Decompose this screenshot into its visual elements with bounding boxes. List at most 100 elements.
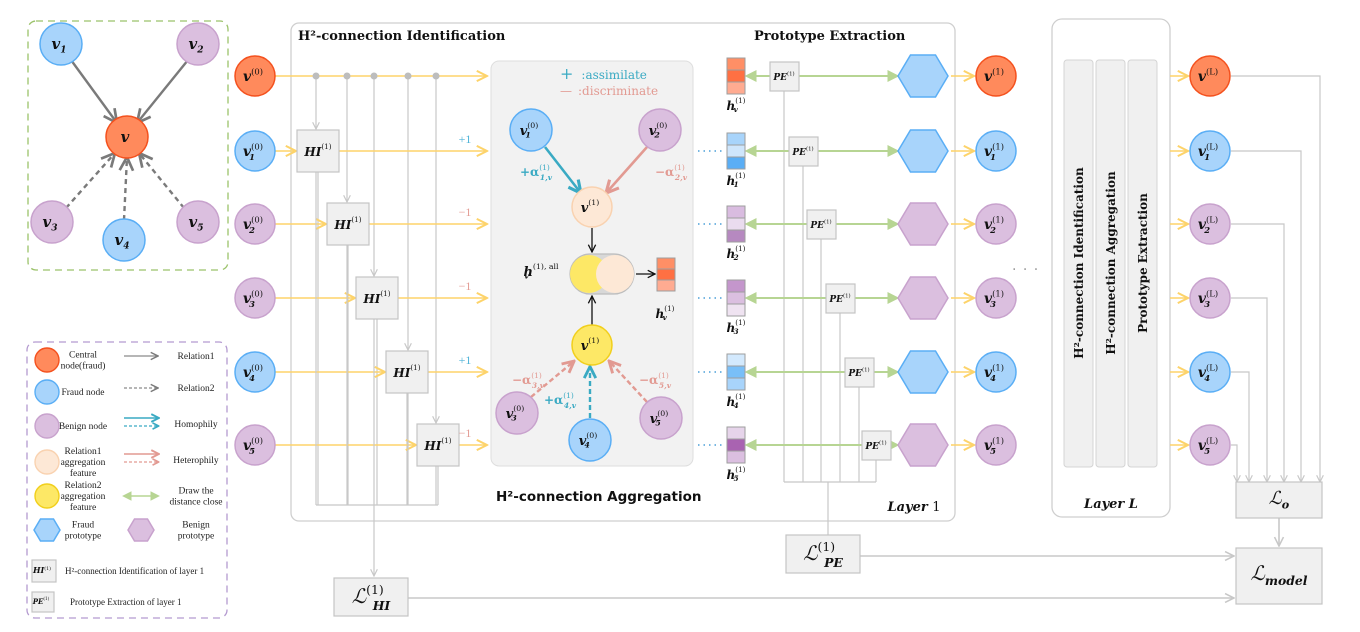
layerL-output-node-5-label: v(L)5 bbox=[1198, 435, 1218, 456]
relation1-edge bbox=[70, 59, 117, 123]
legend-label: feature bbox=[70, 502, 96, 513]
layerL-output-node-4 bbox=[1189, 351, 1231, 393]
legend-fraud-node-icon bbox=[34, 379, 60, 405]
legend-pe-box-label: PE(1) bbox=[32, 596, 50, 606]
legend-label: Relation1 bbox=[65, 447, 102, 457]
legend-label: Relation2 bbox=[65, 481, 102, 491]
agg-rel1-neighbor-1 bbox=[509, 108, 553, 152]
layerL-column-0 bbox=[1063, 59, 1094, 468]
input-node-1-label: v(0)1 bbox=[243, 141, 263, 162]
legend-fraud-prototype-icon bbox=[33, 518, 61, 542]
legend-label: Benign node bbox=[59, 422, 107, 432]
pe-box-0 bbox=[769, 61, 800, 92]
agg-rel2-neighbor-5 bbox=[639, 396, 683, 440]
layer1-label: Layer 1 bbox=[886, 500, 940, 515]
discriminate-label: :discriminate bbox=[578, 84, 659, 98]
legend-central-node-icon bbox=[34, 347, 60, 373]
branch-dot bbox=[343, 72, 351, 80]
prototype-1 bbox=[897, 129, 949, 173]
layerL-column-label-0: H²-connection Identification bbox=[1072, 167, 1086, 359]
layerL-panel bbox=[1051, 18, 1171, 518]
prototype-2 bbox=[897, 202, 949, 246]
relation2-edge bbox=[139, 153, 185, 209]
legend-rel2-agg-icon bbox=[34, 483, 60, 509]
ellipsis: · · · bbox=[1012, 262, 1040, 278]
feature-cell bbox=[726, 156, 746, 170]
hi-sign-2: −1 bbox=[459, 205, 472, 219]
agg-rel1-neighbor-2-label: v(0)2 bbox=[649, 121, 668, 140]
weight-label-4: +α(1)4,v bbox=[544, 391, 577, 410]
legend-hi-description: H²-connection Identification of layer 1 bbox=[65, 566, 204, 576]
layer1-panel bbox=[290, 22, 956, 522]
legend-label: aggregation bbox=[61, 492, 106, 502]
pe-box-4 bbox=[844, 357, 875, 388]
legend-label: prototype bbox=[65, 532, 101, 542]
layerL-column-label-2: Prototype Extraction bbox=[1136, 193, 1150, 333]
example-node-v4-label: v4 bbox=[115, 231, 130, 251]
legend-label: Relation1 bbox=[178, 352, 215, 362]
layerL-output-node-0 bbox=[1189, 55, 1231, 97]
weight-label-2: −α(1)2,v bbox=[655, 163, 688, 182]
layerL-output-node-5 bbox=[1189, 424, 1231, 466]
feature-cell bbox=[726, 438, 746, 452]
pe-box-label: PE(1) bbox=[864, 439, 886, 452]
legend-label: Relation2 bbox=[178, 384, 215, 394]
legend-label: prototype bbox=[178, 532, 214, 542]
agg-output-cell bbox=[656, 257, 676, 270]
legend-pe-description: Prototype Extraction of layer 1 bbox=[70, 597, 181, 607]
agg-rel1-neighbor-2 bbox=[638, 108, 682, 152]
feature-label-4: h(1)4 bbox=[727, 392, 746, 410]
example-node-v2-label: v2 bbox=[189, 35, 204, 55]
agg-output-cell bbox=[656, 279, 676, 292]
legend-label: Heterophily bbox=[173, 456, 219, 466]
example-node-v3-label: v3 bbox=[43, 213, 58, 233]
heterophily-edge bbox=[610, 362, 648, 403]
legend-label: node(fraud) bbox=[61, 361, 106, 372]
layer1-output-node-3 bbox=[975, 277, 1017, 319]
hi-box-label: HI(1) bbox=[362, 289, 390, 305]
output-loss-line bbox=[1231, 297, 1267, 482]
legend-benign-prototype-icon bbox=[127, 518, 155, 542]
pe-box-5 bbox=[861, 430, 892, 461]
layerL-output-node-1 bbox=[1189, 130, 1231, 172]
hi-section-title: H²-connection Identification bbox=[298, 29, 506, 44]
input-node-5 bbox=[234, 424, 276, 466]
layerL-label: Layer L bbox=[1083, 497, 1138, 512]
output-loss-line bbox=[1231, 444, 1237, 482]
feature-cell bbox=[726, 279, 746, 293]
layer1-output-node-2 bbox=[975, 203, 1017, 245]
minus-symbol: — bbox=[560, 84, 572, 98]
hi-box-4 bbox=[385, 350, 429, 394]
prototype-5 bbox=[897, 423, 949, 467]
relation1-edge bbox=[137, 59, 189, 123]
feature-cell bbox=[726, 81, 746, 95]
pe-box-label: PE(1) bbox=[847, 366, 869, 379]
agg-rel1-node bbox=[571, 186, 613, 228]
example-center-node-label: v bbox=[121, 128, 130, 146]
layerL-output-node-1-label: v(L)1 bbox=[1198, 141, 1218, 162]
legend-label: Central bbox=[69, 351, 97, 361]
prototype-3 bbox=[897, 276, 949, 320]
relation2-edge bbox=[65, 153, 115, 209]
loss-o-label: ℒo bbox=[1269, 488, 1290, 512]
branch-dot bbox=[370, 72, 378, 80]
prototype-4 bbox=[897, 350, 949, 394]
layerL-output-node-4-label: v(L)4 bbox=[1198, 362, 1218, 383]
input-node-1 bbox=[234, 130, 276, 172]
agg-rel2-neighbor-3-label: v(0)3 bbox=[506, 404, 525, 423]
legend-benign-node-icon bbox=[34, 413, 60, 439]
feature-label-2: h(1)2 bbox=[727, 244, 746, 262]
discriminate-legend: — :discriminate bbox=[560, 84, 658, 98]
branch-dot bbox=[432, 72, 440, 80]
example-node-v2 bbox=[176, 22, 220, 66]
feature-cell bbox=[726, 57, 746, 71]
loss-hi-label: ℒ(1)HI bbox=[352, 582, 392, 613]
feature-label-3: h(1)3 bbox=[727, 318, 746, 336]
plus-symbol: + bbox=[560, 64, 574, 83]
example-node-v4 bbox=[102, 218, 146, 262]
layer1-output-node-3-label: v(1)3 bbox=[984, 288, 1004, 309]
loss-pe-box bbox=[785, 534, 861, 574]
feature-cell bbox=[726, 303, 746, 317]
legend-label: Homophily bbox=[174, 420, 218, 430]
